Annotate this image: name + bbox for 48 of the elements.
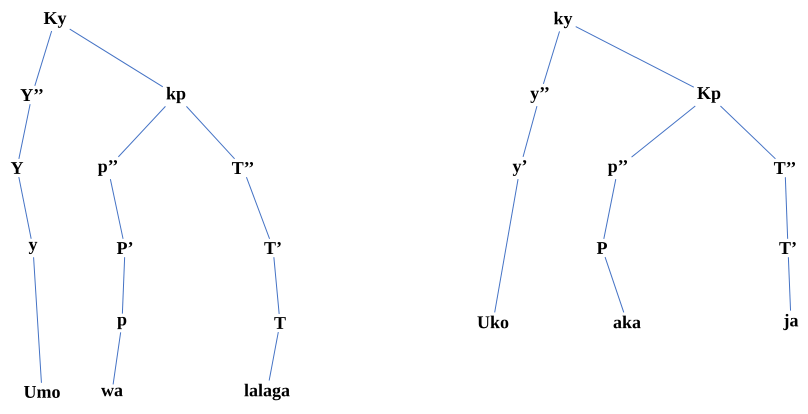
tree-branch [604, 256, 624, 313]
tree-branch [522, 106, 538, 158]
tree-label: Ky [44, 12, 66, 28]
tree-label: P’ [116, 242, 132, 254]
tree-branch [34, 30, 52, 86]
tree-branch [542, 30, 560, 84]
tree-branch [788, 256, 792, 312]
tree-branch [18, 176, 32, 240]
tree-label: wa [101, 388, 123, 396]
tree-branch [110, 178, 124, 240]
tree-label: kp [166, 86, 186, 104]
tree-label: Y [10, 162, 24, 174]
tree-label: ky [554, 12, 572, 28]
tree-branch [603, 178, 616, 240]
tree-branch [112, 332, 122, 385]
tree-label: y’’ [530, 87, 549, 103]
tree-label: aka [614, 316, 641, 328]
tree-label: T [274, 317, 286, 329]
tree-label: T’’ [232, 162, 254, 174]
tree-branch [122, 256, 126, 314]
tree-branch [69, 28, 164, 88]
tree-branch [494, 178, 519, 313]
tree-branch [784, 176, 788, 240]
tree-label: Kp [697, 87, 720, 103]
tree-label: T’’ [774, 162, 796, 174]
tree-branch [273, 256, 280, 314]
tree-label: Y’’ [20, 89, 43, 101]
tree-label: y [28, 242, 38, 254]
tree-label: Uko [477, 316, 508, 328]
tree-label: p’’ [98, 160, 118, 176]
tree-label: p’’ [608, 160, 628, 176]
tree-label: y’ [512, 160, 526, 176]
tree-label: P [596, 242, 607, 254]
tree-branch [18, 104, 31, 160]
tree-label: p [117, 316, 126, 330]
tree-label: ja [783, 314, 798, 330]
tree-branch [186, 106, 236, 160]
tree-branch [631, 106, 696, 158]
tree-branch [246, 176, 270, 240]
tree-branch [575, 26, 694, 88]
tree-branch [268, 332, 279, 382]
tree-branch [33, 256, 42, 384]
tree-label: lalaga [244, 384, 290, 400]
tree-branch [118, 106, 166, 158]
tree-label: Umo [24, 386, 60, 398]
tree-branch [720, 106, 776, 160]
tree-label: T’ [779, 242, 796, 254]
tree-label: T’ [264, 242, 281, 254]
